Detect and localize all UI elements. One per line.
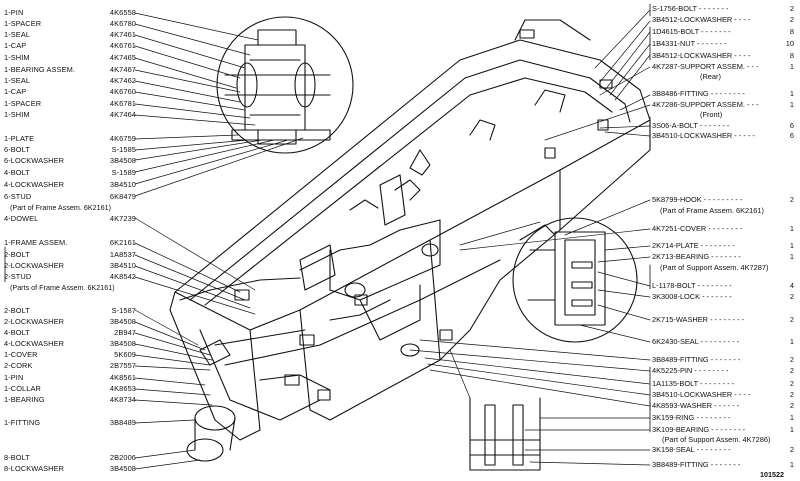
right-label: 4K7286-SUPPORT ASSEM. - - - 1	[652, 100, 794, 109]
right-label: 1A1135-BOLT - - - - - - - - 2	[652, 379, 794, 388]
right-label: (Part of Support Assem. 4K7287)	[660, 263, 769, 272]
right-label: 2K715-WASHER - - - - - - - - 2	[652, 315, 794, 324]
right-label: 3B4510-LOCKWASHER - - - - - 6	[652, 131, 794, 140]
right-label: 3B4510-LOCKWASHER - - - - 2	[652, 390, 794, 399]
leader-lines-right	[409, 9, 651, 466]
right-label: 5K8799-HOOK - - - - - - - - - 2	[652, 195, 794, 204]
right-label: 6K2430-SEAL - - - - - - - - - 1	[652, 337, 794, 346]
right-label: S-1756-BOLT - - - - - - - 2	[652, 4, 794, 13]
right-label: 4K7251-COVER - - - - - - - - 1	[652, 224, 794, 233]
right-label: (Front)	[700, 110, 723, 119]
right-label: (Rear)	[700, 72, 721, 81]
right-label: L-1178-BOLT - - - - - - - - 4	[652, 281, 794, 290]
right-label: (Part of Frame Assem. 6K2161)	[660, 206, 764, 215]
right-label: 3B8489-FITTING - - - - - - - 1	[652, 460, 794, 469]
left-label: 1-BEARING ASSEM.4K7467	[4, 65, 136, 74]
left-label: 1-FRAME ASSEM.6K2161	[4, 238, 136, 247]
right-label: 3K109-BEARING - - - - - - - - 1	[652, 425, 794, 434]
right-label: 3B8486-FITTING - - - - - - - - 1	[652, 89, 794, 98]
right-label: 4K8593-WASHER - - - - - - 2	[652, 401, 794, 410]
right-label: 3B8489-FITTING - - - - - - - 2	[652, 355, 794, 364]
detail-box-lower	[469, 397, 541, 471]
detail-circle-upper	[216, 16, 354, 154]
right-label: 4K5225-PIN - - - - - - - - 2	[652, 366, 794, 375]
right-label: 1B4331-NUT - - - - - - - 10	[652, 39, 794, 48]
right-label: 3K158-SEAL - - - - - - - - 2	[652, 445, 794, 454]
detail-circle-right	[512, 217, 638, 343]
right-label: 3B4512-LOCKWASHER - - - - 8	[652, 51, 794, 60]
right-label: 1D4615-BOLT - - - - - - - 8	[652, 27, 794, 36]
right-label: 3K159-RING - - - - - - - - 1	[652, 413, 794, 422]
right-label: (Part of Support Assem. 4K7286)	[662, 435, 771, 444]
bracket-lines-right	[4, 3, 651, 433]
right-label: 3K3008-LOCK - - - - - - - 2	[652, 292, 794, 301]
right-label: 2K713-BEARING - - - - - - - 1	[652, 252, 794, 261]
frame-assembly	[169, 19, 651, 462]
stud-note: (Part of Frame Assem. 6K2161)	[10, 203, 112, 212]
figure-number: 101522	[760, 470, 784, 479]
right-label: 2K714-PLATE - - - - - - - - 1	[652, 241, 794, 250]
leader-lines-left	[134, 12, 304, 470]
bolt-note: (Parts of Frame Assem. 6K2161)	[10, 283, 115, 292]
right-label: 3S06-A-BOLT - - - - - - - 6	[652, 121, 794, 130]
right-label: 4K7287-SUPPORT ASSEM. - - - 1	[652, 62, 794, 71]
right-label: 3B4512-LOCKWASHER - - - - 2	[652, 15, 794, 24]
